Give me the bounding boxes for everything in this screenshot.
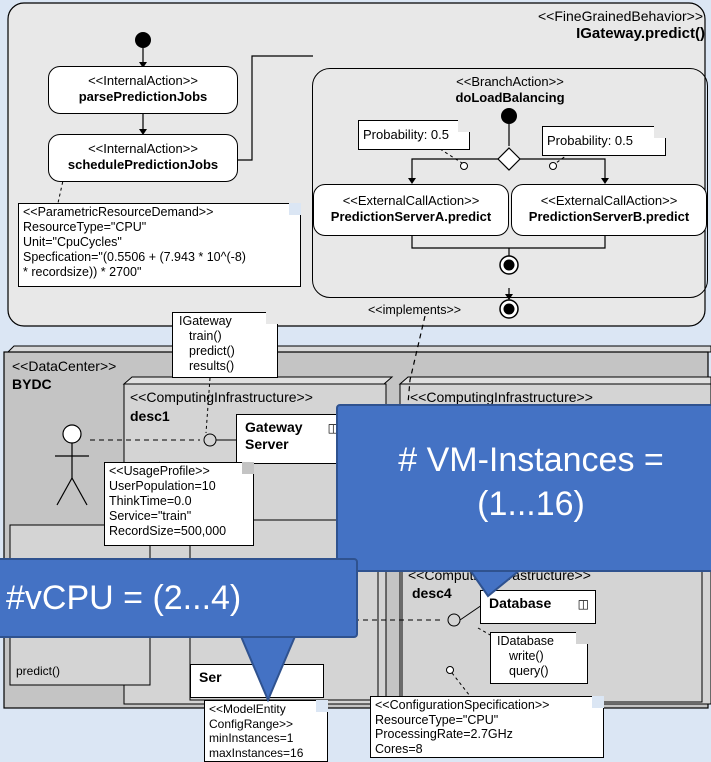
ci1-stereotype: <<ComputingInfrastructure>> [130, 389, 313, 405]
note-line: Unit="CpuCycles" [23, 235, 122, 249]
database-component[interactable]: Database ◫ [480, 590, 596, 624]
note-line: UserPopulation=10 [109, 479, 216, 493]
probability-note-left: Probability: 0.5 [358, 120, 470, 150]
action-stereotype: <<ExternalCallAction>> [540, 193, 678, 208]
branch-name: doLoadBalancing [455, 90, 565, 105]
predict-op-label: predict() [16, 664, 61, 678]
component-name: Ser [199, 669, 222, 685]
component-icon: ◫ [577, 597, 589, 611]
decision-node [497, 147, 521, 171]
component-name: Database [489, 595, 552, 611]
model-entity-note: <<ModelEntity ConfigRange>> minInstances… [204, 700, 328, 762]
note-line: ResourceType="CPU" [375, 712, 499, 727]
implements-link [397, 315, 426, 521]
callout-text: #vCPU = (2...4) [6, 579, 242, 617]
interface-title: IGateway [179, 314, 232, 328]
vcpu-callout-tail [238, 633, 298, 703]
branch-action[interactable]: <<BranchAction>> doLoadBalancing [312, 68, 708, 298]
external-call-b[interactable]: <<ExternalCallAction>> PredictionServerB… [511, 184, 707, 236]
note-line: ResourceType="CPU" [23, 220, 147, 234]
note-line: <<ConfigurationSpecification>> [375, 698, 550, 712]
datacenter-name: BYDC [12, 376, 52, 392]
note-line: Service="train" [109, 509, 192, 523]
behavior-name: IGateway.predict() [576, 25, 705, 42]
note-line: minInstances=1 [209, 731, 294, 745]
ci2-stereotype: <<ComputingInfrastructure>> [410, 389, 593, 405]
note-line: ProcessingRate=2.7GHz [375, 727, 513, 741]
vm-instances-callout: # VM-Instances = (1...16) [336, 404, 711, 572]
probability-text: Probability: 0.5 [363, 127, 449, 142]
interface-op: train() [189, 329, 222, 343]
interface-op: query() [509, 664, 549, 678]
interface-op: results() [189, 359, 235, 373]
datacenter-stereotype: <<DataCenter>> [12, 358, 117, 374]
action-name: parsePredictionJobs [78, 89, 208, 104]
ci4-name: desc4 [412, 585, 452, 601]
note-line: ThinkTime=0.0 [109, 494, 192, 508]
note-line: <<ModelEntity [209, 702, 286, 716]
action-name: schedulePredictionJobs [67, 157, 219, 172]
actor-figure [55, 424, 89, 506]
note-line: Specfication="(0.5506 + (7.943 * 10^(-8) [23, 250, 246, 264]
usage-profile-note: <<UsageProfile>> UserPopulation=10 Think… [104, 462, 254, 546]
action-stereotype: <<ExternalCallAction>> [342, 193, 480, 208]
probability-text: Probability: 0.5 [547, 133, 633, 148]
interface-op: predict() [189, 344, 235, 358]
action-stereotype: <<InternalAction>> [88, 73, 198, 88]
parametric-resource-demand-note: <<ParametricResourceDemand>> ResourceTyp… [18, 203, 301, 287]
vcpu-callout: #vCPU = (2...4) [0, 558, 358, 638]
initial-node [135, 32, 151, 48]
idatabase-interface-note: IDatabase write() query() [490, 632, 588, 684]
component-icon: ◫ [327, 421, 339, 435]
configuration-specification-note: <<ConfigurationSpecification>> ResourceT… [370, 696, 604, 758]
action-stereotype: <<InternalAction>> [88, 141, 198, 156]
action-parse-prediction-jobs[interactable]: <<InternalAction>> parsePredictionJobs [48, 66, 238, 114]
branch-stereotype: <<BranchAction>> [456, 74, 564, 89]
flow-to-branch [236, 55, 313, 161]
note-line: Cores=8 [375, 741, 423, 756]
behavior-stereotype: <<FineGrainedBehavior>> [538, 8, 703, 24]
action-schedule-prediction-jobs[interactable]: <<InternalAction>> schedulePredictionJob… [48, 134, 238, 182]
note-line: maxInstances=16 [209, 745, 304, 760]
component-name: Gateway Server [245, 419, 303, 452]
interface-op: write() [509, 649, 544, 663]
note-line: * recordsize)) * 2700" [23, 265, 142, 279]
action-name: PredictionServerA.predict [330, 209, 492, 224]
branch-initial-node [501, 108, 517, 124]
action-name: PredictionServerB.predict [528, 209, 690, 224]
interface-title: IDatabase [497, 634, 554, 648]
note-line: RecordSize=500,000 [109, 524, 227, 538]
external-call-a[interactable]: <<ExternalCallAction>> PredictionServerA… [313, 184, 509, 236]
vm-callout-tail [468, 569, 523, 598]
probability-note-right: Probability: 0.5 [542, 126, 666, 156]
ci1-name: desc1 [130, 408, 170, 424]
igateway-interface-note: IGateway train() predict() results() [172, 312, 278, 378]
gateway-server-component[interactable]: Gateway Server ◫ [236, 414, 346, 464]
note-line: <<ParametricResourceDemand>> [23, 205, 214, 219]
callout-text: # VM-Instances = (1...16) [398, 441, 664, 523]
note-line: ConfigRange>> [209, 716, 294, 731]
note-line: <<UsageProfile>> [109, 464, 210, 478]
implements-label: <<implements>> [368, 303, 462, 317]
